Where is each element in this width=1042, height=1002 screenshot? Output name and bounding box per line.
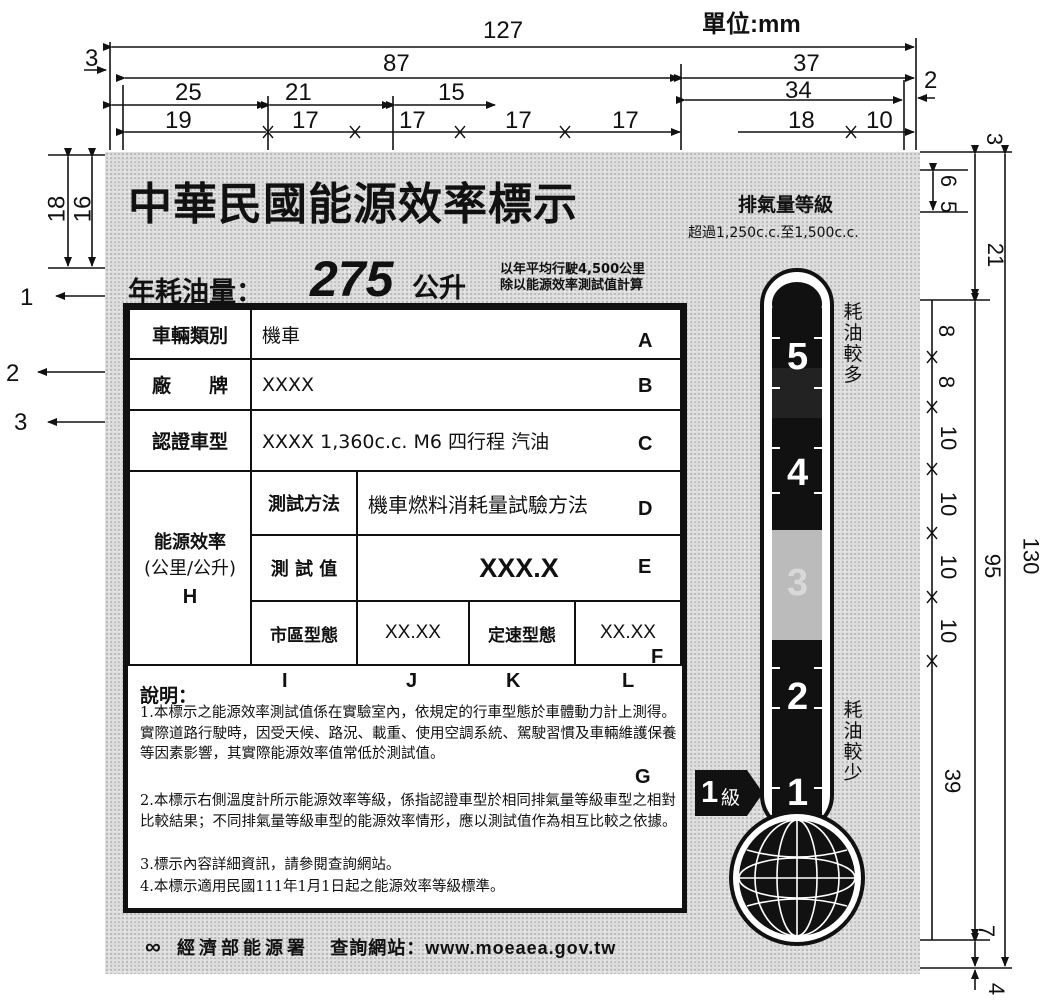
code-g: G: [635, 766, 651, 788]
fuel-note-line2: 除以能源效率測試值計算: [500, 278, 644, 293]
code-d: D: [638, 498, 653, 520]
code-j: J: [406, 670, 418, 692]
fuel-unit: 公升: [412, 273, 466, 304]
dim-r3-4: 34: [785, 77, 812, 104]
code-a: A: [638, 330, 653, 352]
urban-value: XX.XX: [356, 600, 470, 666]
row-value-model: XXXX 1,360c.c. M6 四行程 汽油: [250, 409, 682, 472]
dim-right-b: 5: [936, 200, 962, 214]
dim-r3-1: 25: [175, 79, 202, 106]
label-title: 中華民國能源效率標示: [128, 179, 578, 230]
efficiency-unit: (公里/公升): [143, 557, 237, 579]
emission-title: 排氣量等級: [738, 194, 834, 216]
method-label: 測試方法: [250, 470, 358, 536]
dim-r4-7: 10: [866, 107, 893, 134]
dim-total-height: 130: [1018, 537, 1042, 575]
row-value-brand: XXXX: [250, 358, 682, 411]
dim-r4-5: 17: [612, 107, 639, 134]
dim-thermo-s1: 8: [934, 324, 960, 338]
code-c: C: [638, 433, 653, 455]
dim-thermo-bottom: 39: [940, 768, 966, 794]
dim-right-block: 37: [793, 50, 820, 77]
info-table: 車輛類別 機車 廠 牌 XXXX 認證車型 XXXX 1,360c.c. M6 …: [123, 303, 687, 913]
current-grade-badge: 1 級: [695, 770, 763, 816]
row-label-model: 認證車型: [128, 409, 252, 472]
dim-right-top: 3: [982, 132, 1008, 146]
callout-2: 2: [6, 360, 20, 387]
dim-thermo-s6: 10: [936, 618, 962, 644]
footer: ∞ 經濟部能源署 查詢網站：www.moeaea.gov.tw: [145, 934, 616, 960]
grade-5: 5: [787, 336, 809, 378]
grade-4: 4: [787, 452, 809, 494]
code-l: L: [622, 670, 635, 692]
dim-r4-1: 19: [165, 107, 192, 134]
dim-left-block: 87: [383, 50, 410, 77]
code-h: H: [182, 585, 198, 608]
row-label-brand: 廠 牌: [128, 358, 252, 411]
fuel-note: 以年平均行駛4,500公里 除以能源效率測試值計算: [500, 262, 645, 294]
constant-label: 定速型態: [468, 600, 576, 666]
emission-range: 超過1,250c.c.至1,500c.c.: [688, 225, 859, 241]
dim-r3-3: 15: [438, 79, 465, 106]
method-value: 機車燃料消耗量試驗方法: [356, 470, 682, 536]
urban-label: 市區型態: [250, 600, 358, 666]
dim-thermo-s2: 8: [934, 375, 960, 389]
explanation-2: 2.本標示右側溫度計所示能源效率等級，係指認證車型於相同排氣量等級車型之相對比較…: [140, 793, 677, 830]
explanation-3: 3.標示內容詳細資訊，請參閱查詢網站。: [140, 857, 401, 873]
test-label: 測 試 值: [250, 534, 358, 602]
grade-arrow-icon: [695, 770, 763, 816]
dim-thermo-s4: 10: [936, 491, 962, 517]
grade-1: 1: [787, 772, 809, 814]
dim-left-margin: 3: [85, 45, 99, 72]
dim-overall: 127: [483, 17, 524, 44]
grade-2: 2: [787, 676, 809, 718]
explanation-4: 4.本標示適用民國111年1月1日起之能源效率等級標準。: [140, 879, 505, 895]
dim-thermo-s3: 10: [936, 425, 962, 451]
dim-right-margin: 2: [924, 67, 938, 94]
dim-r3-2: 21: [285, 79, 312, 106]
dim-thermo-s5: 10: [936, 554, 962, 580]
current-grade-number: 1: [701, 774, 719, 809]
thermometer: [729, 268, 865, 946]
fuel-label: 年耗油量：: [128, 277, 263, 308]
low-consumption-label: 耗油較少: [843, 699, 863, 784]
code-b: B: [638, 375, 653, 397]
footer-site: 查詢網站：www.moeaea.gov.tw: [330, 938, 617, 958]
dim-r4-6: 18: [788, 107, 815, 134]
test-value: XXX.X: [356, 534, 682, 602]
fuel-value: 275: [310, 251, 394, 307]
code-i: I: [282, 670, 288, 692]
footer-agency: 經濟部能源署: [176, 938, 309, 959]
code-k: K: [506, 670, 521, 692]
code-f: F: [651, 646, 664, 668]
dim-bottom-end: 4: [984, 982, 1010, 996]
dim-left-outer: 18: [43, 195, 71, 223]
row-value-category: 機車: [250, 308, 682, 360]
dim-right-gap: 21: [983, 242, 1009, 268]
dim-thermo-base: 7: [974, 924, 1000, 938]
constant-value: XX.XX: [574, 600, 682, 666]
dim-r4-2: 17: [292, 107, 319, 134]
code-e: E: [638, 556, 652, 578]
grade-3: 3: [787, 562, 809, 604]
dim-thermo-total-scale: 95: [980, 553, 1006, 579]
high-consumption-label: 耗油較多: [843, 301, 863, 386]
row-label-category: 車輛類別: [128, 308, 252, 360]
explanation-1: 1.本標示之能源效率測試值係在實驗室內，依規定的行車型態於車體動力計上測得。實際…: [140, 705, 677, 762]
dim-r4-3: 17: [399, 107, 426, 134]
efficiency-label: 能源效率: [154, 531, 226, 553]
callout-1: 1: [20, 284, 34, 311]
dim-right-a: 6: [936, 174, 962, 188]
current-grade-suffix: 級: [721, 787, 741, 809]
agency-logo-icon: ∞: [145, 934, 162, 959]
callout-3: 3: [14, 409, 28, 436]
efficiency-label-cell: 能源效率 (公里/公升) H: [128, 470, 252, 666]
dim-left-inner: 16: [69, 195, 97, 223]
unit-label: 單位:mm: [702, 11, 801, 38]
dim-r4-4: 17: [505, 107, 532, 134]
explanation-title: 說明：: [140, 685, 198, 707]
fuel-note-line1: 以年平均行駛4,500公里: [500, 262, 646, 277]
